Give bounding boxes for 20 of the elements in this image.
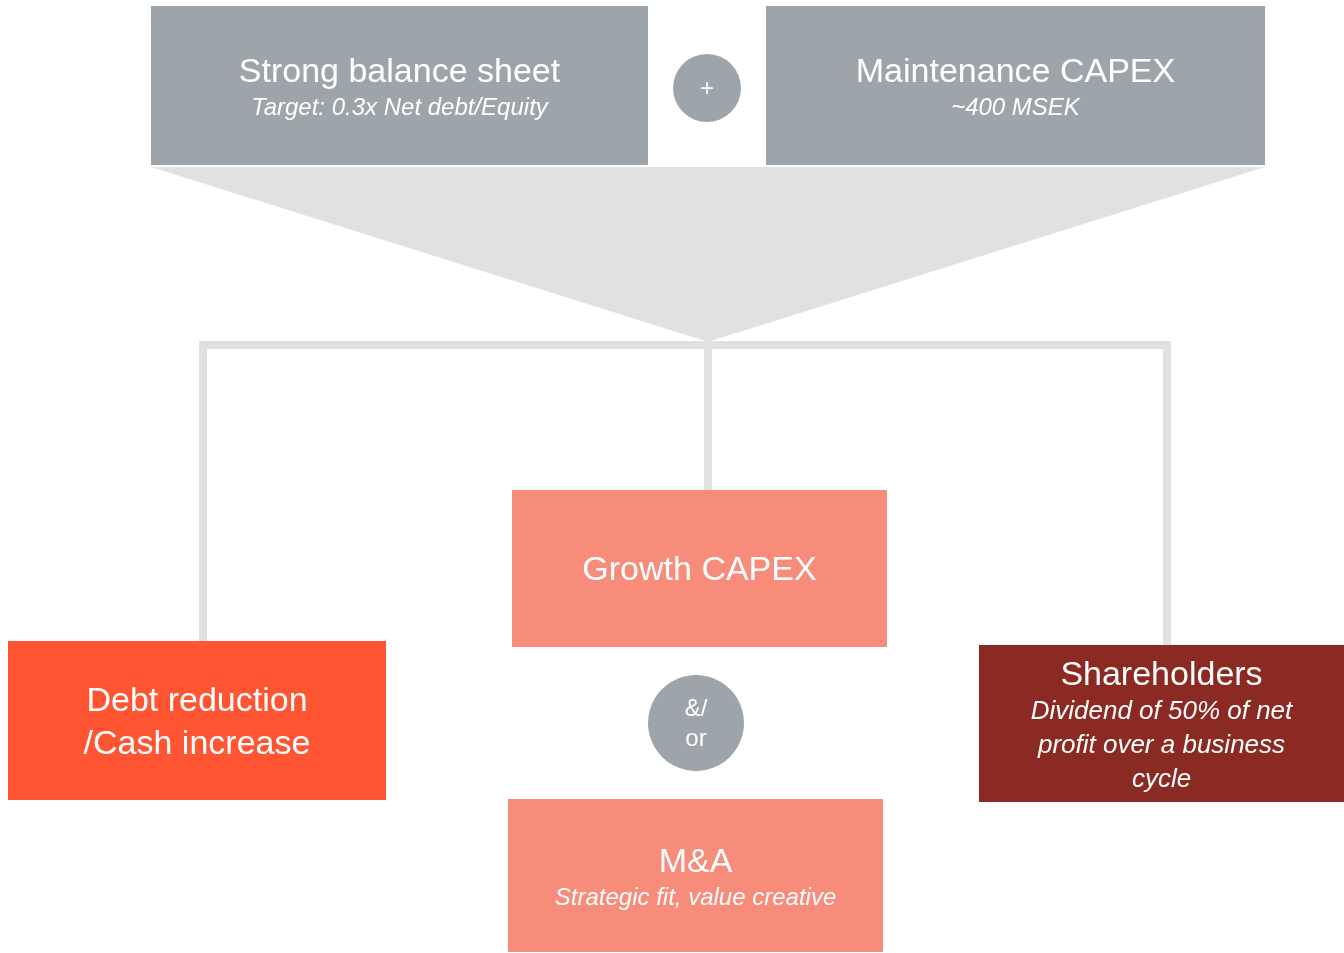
funnel-triangle [151, 167, 1265, 340]
box-subtext: Strategic fit, value creative [553, 882, 838, 913]
allocation-box [8, 641, 386, 800]
box-subtext: ~400 MSEK [950, 92, 1082, 123]
box-label: Debt reduction /Cash increase [82, 679, 312, 763]
box-heading: M&A [657, 839, 734, 881]
allocation-box [979, 645, 1344, 802]
operator-symbol: + [699, 73, 715, 103]
box-label: Growth CAPEX [581, 548, 818, 590]
allocation-box [508, 799, 883, 952]
summary-box [151, 6, 648, 165]
box-heading: Strong balance sheet [237, 49, 562, 91]
box-heading: Maintenance CAPEX [854, 49, 1177, 91]
box-subtext: Target: 0.3x Net debt/Equity [250, 92, 550, 123]
box-heading: Shareholders [1059, 652, 1264, 694]
connector-word: &/ or [683, 693, 709, 753]
connector-line [704, 340, 712, 490]
allocation-box [512, 490, 887, 647]
box-body: Dividend of 50% of net profit over a business cycle [1029, 694, 1294, 795]
summary-box [766, 6, 1265, 165]
